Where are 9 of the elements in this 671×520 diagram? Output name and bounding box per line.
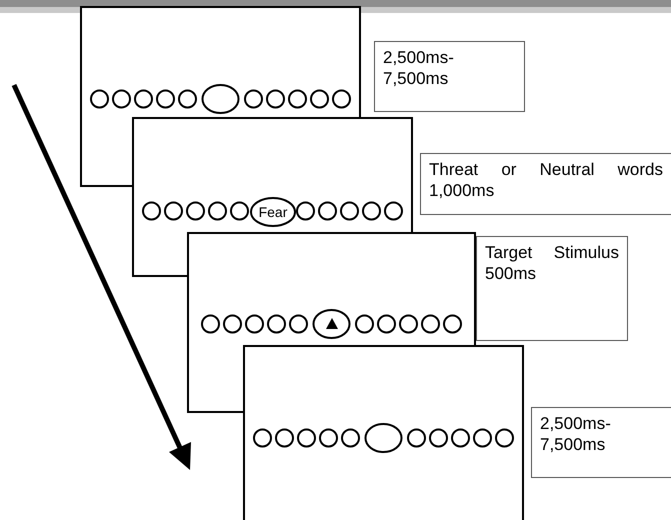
screen-frame bbox=[80, 6, 361, 118]
word-ellipse: Fear bbox=[250, 197, 296, 227]
duration-label: Threat or Neutral words 1,000ms bbox=[420, 153, 671, 215]
screen-frame bbox=[187, 232, 476, 346]
duration-label: Target Stimulus 500ms bbox=[476, 236, 628, 341]
screen-frame bbox=[132, 117, 413, 233]
duration-label: 2,500ms- 7,500ms bbox=[531, 407, 671, 478]
screen-frame bbox=[243, 345, 524, 520]
duration-label: 2,500ms- 7,500ms bbox=[374, 41, 525, 112]
